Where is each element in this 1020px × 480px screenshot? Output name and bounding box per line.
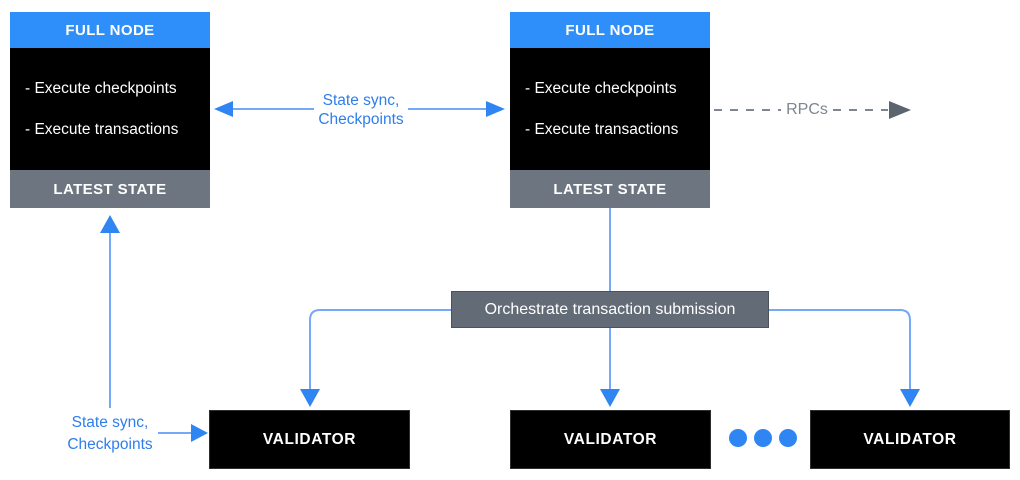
full-node-item: - Execute checkpoints — [525, 79, 677, 97]
full-node-left: FULL NODE - Execute checkpoints - Execut… — [10, 12, 210, 208]
sync-label-bottom: State sync, Checkpoints — [54, 412, 166, 456]
latest-state-label: LATEST STATE — [510, 170, 710, 208]
orchestrator-box: Orchestrate transaction submission — [451, 291, 769, 328]
validator-box-3: VALIDATOR — [810, 410, 1010, 469]
full-node-item: - Execute transactions — [25, 120, 179, 138]
sync-label-top: State sync, Checkpoints — [305, 91, 417, 129]
latest-state-label: LATEST STATE — [10, 170, 210, 208]
validator-box-2: VALIDATOR — [510, 410, 711, 469]
sync-label-top-line2: Checkpoints — [318, 111, 404, 128]
validator-box-1: VALIDATOR — [209, 410, 410, 469]
rpcs-label: RPCs — [786, 101, 828, 118]
full-node-body: - Execute checkpoints - Execute transact… — [510, 48, 710, 170]
full-node-header: FULL NODE — [510, 12, 710, 48]
full-node-item: - Execute transactions — [525, 120, 679, 138]
full-node-body: - Execute checkpoints - Execute transact… — [10, 48, 210, 170]
state-sync-up-arrow — [100, 215, 120, 408]
sync-label-bottom-line2: Checkpoints — [67, 436, 153, 453]
full-node-right: FULL NODE - Execute checkpoints - Execut… — [510, 12, 710, 208]
sync-label-bottom-line1: State sync, — [71, 414, 149, 431]
full-node-header: FULL NODE — [10, 12, 210, 48]
full-node-item: - Execute checkpoints — [25, 79, 177, 97]
sync-label-top-line1: State sync, — [322, 92, 400, 109]
ellipsis-dots — [729, 429, 797, 447]
